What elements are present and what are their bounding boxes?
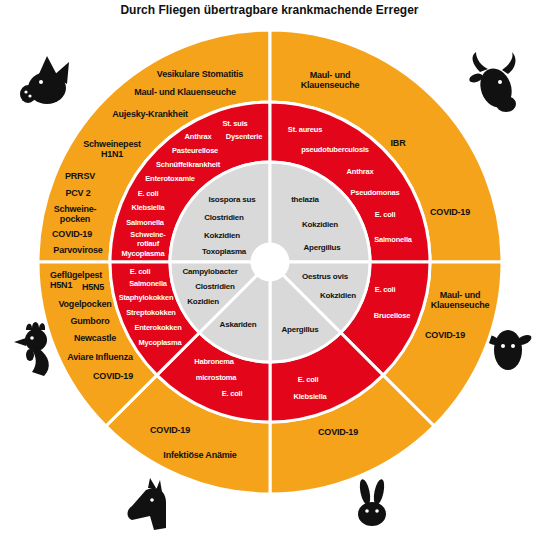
pathogen-label: COVID-19	[318, 427, 358, 437]
pathogen-label: Clostridien	[195, 282, 235, 291]
pathogen-label: COVID-19	[425, 330, 465, 340]
pathogen-label: Brucellose	[374, 312, 410, 321]
sector-fill	[270, 275, 341, 362]
pathogen-label: Aujesky-Krankheit	[112, 109, 188, 119]
pathogen-label: Vogelpocken	[58, 299, 111, 309]
sector-fill	[270, 162, 370, 262]
pathogen-label: E. coli	[222, 390, 243, 399]
pathogen-label: Salmonella	[374, 236, 412, 245]
parasite-band: Apergillus	[267, 271, 344, 365]
pathogen-label: Schweine- rotlauf	[124, 231, 172, 248]
pathogen-label: COVID-19	[430, 207, 470, 217]
pathogen-label: St. aureus	[288, 126, 322, 135]
pathogen-label: E. coli	[130, 268, 151, 277]
pathogen-label: Isospora sus	[209, 195, 256, 204]
pathogen-label: Aviare Influenza	[67, 352, 133, 362]
pathogen-label: Maul- und Klauenseuche	[134, 87, 236, 97]
pathogen-label: Kokzidien	[204, 231, 240, 240]
sector-fill	[270, 102, 430, 262]
pathogen-label: Staphylokokken	[119, 294, 174, 303]
pathogen-label: Newcastle	[74, 333, 116, 343]
sector-fill	[110, 102, 270, 262]
pathogen-label: Kokzidien	[302, 220, 338, 229]
sector-fill	[270, 30, 502, 262]
pathogen-label: Apergillus	[303, 243, 340, 252]
rooster-icon	[14, 322, 49, 376]
pathogen-label: Mycoplasma	[138, 339, 181, 348]
sector-fill	[170, 162, 270, 262]
pathogen-label: Streptokokken	[126, 309, 176, 318]
pathogen-label: Enterokokken	[134, 324, 181, 333]
pathogen-label: Vesikulare Stomatitis	[157, 69, 243, 79]
pathogen-label: COVID-19	[93, 371, 133, 381]
pathogen-label: Pseudomonas	[350, 189, 399, 198]
pathogen-label: Campylobacter	[182, 267, 237, 276]
pathogen-label: Salmonella	[129, 280, 167, 289]
sector-fill	[38, 30, 270, 262]
pathogen-label: Schweinepest H1N1	[77, 139, 147, 160]
pathogen-label: thelazia	[291, 195, 319, 204]
pathogen-label: Toxoplasma	[202, 247, 246, 256]
pathogen-label: St. suis	[222, 120, 247, 129]
pathogen-label: E. coli	[375, 286, 396, 295]
pathogen-label: COVID-19	[52, 229, 92, 239]
pathogen-label: pseudotuberculosis	[301, 146, 369, 155]
pathogen-label: Gumboro	[70, 316, 109, 326]
pathogen-label: PRRSV	[65, 171, 95, 181]
pathogen-label: Enterotoxamie	[145, 175, 195, 184]
pathogen-label: H5N5	[82, 282, 104, 292]
pathogen-label: Habronema	[194, 358, 233, 367]
pathogen-label: Apergillus	[281, 325, 318, 334]
pathogen-label: E. coli	[375, 211, 396, 220]
pathogen-label: microstoma	[196, 374, 237, 383]
sector-shape	[267, 271, 344, 365]
rabbit-icon	[358, 478, 386, 526]
pathogen-label: Kozidien	[187, 297, 219, 306]
pathogen-label: Salmonella	[126, 219, 164, 228]
pathogen-label: Klebsiella	[131, 204, 164, 213]
pathogen-label: Clostridien	[204, 213, 244, 222]
pathogen-label: Anthrax	[185, 133, 212, 142]
cow-icon	[468, 52, 517, 112]
pathogen-label: IBR	[391, 138, 406, 148]
pathogen-label: Kokzidien	[320, 291, 356, 300]
sector-fill	[170, 262, 257, 333]
pathogen-label: Anthrax	[347, 168, 374, 177]
pathogen-label: Maul- und Klauenseuche	[295, 70, 365, 91]
pathogen-label: Dysenterie	[226, 133, 262, 142]
pig-icon	[20, 56, 69, 104]
pathogen-label: PCV 2	[65, 188, 90, 198]
pathogen-label: Pasteurellose	[172, 147, 218, 156]
pathogen-label: Mycoplasma	[121, 250, 164, 259]
pathogen-label: Klebsiella	[293, 393, 326, 402]
pathogen-label: Oestrus ovis	[302, 272, 348, 281]
pathogen-label: Schnüffelkrankheit	[156, 161, 220, 170]
pathogen-label: Maul- und Klauenseuche	[425, 290, 495, 311]
pathogen-label: Infektiöse Anämie	[163, 450, 236, 460]
pathogen-label: COVID-19	[150, 425, 190, 435]
pathogen-label: Schweine- pocken	[47, 204, 103, 225]
pathogen-label: E. coli	[298, 376, 319, 385]
pathogen-label: Askariden	[220, 320, 257, 329]
horse-icon	[128, 478, 167, 530]
pathogen-label: E. coli	[138, 190, 159, 199]
diagram-title: Durch Fliegen übertragbare krankmachende…	[0, 3, 539, 17]
pathogen-label: Parvovirose	[53, 245, 102, 255]
